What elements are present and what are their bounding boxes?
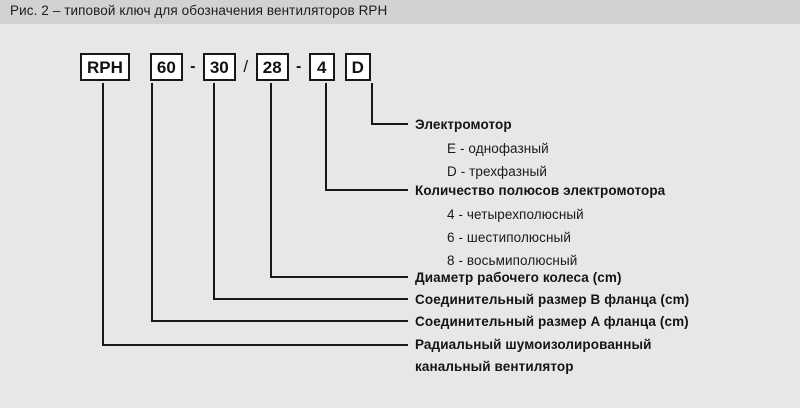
callout-sub-poles-six: 6 - шестиполюсный <box>447 230 571 245</box>
code-separator-dash-2: - <box>296 58 302 75</box>
callout-sub-motor-three-phase: D - трехфазный <box>447 164 547 179</box>
callout-label-flange-a: Соединительный размер A фланца (cm) <box>415 314 689 329</box>
code-box-flange-a: 60 <box>149 53 183 81</box>
leader-line-impeller <box>270 83 408 278</box>
code-box-series: RPH <box>80 53 130 81</box>
callout-sub-poles-four: 4 - четырехполюсный <box>447 207 584 222</box>
callout-label-product-type-line2: канальный вентилятор <box>415 359 574 374</box>
leader-line-motor <box>371 83 408 125</box>
leader-line-flange-b <box>213 83 408 300</box>
code-separator-dash-1: - <box>190 58 196 75</box>
callout-label-motor: Электромотор <box>415 117 512 132</box>
leader-line-flange-a <box>151 83 408 322</box>
callout-label-product-type-line1: Радиальный шумоизолированный <box>415 337 652 352</box>
callout-label-impeller-diameter: Диаметр рабочего колеса (cm) <box>415 270 622 285</box>
leader-line-poles <box>325 83 408 191</box>
figure-title: Рис. 2 – типовой ключ для обозначения ве… <box>10 3 388 18</box>
callout-sub-poles-eight: 8 - восьмиполюсный <box>447 253 578 268</box>
code-box-impeller-diameter: 28 <box>255 53 289 81</box>
leader-line-series <box>102 83 408 346</box>
code-box-motor-type: D <box>344 53 371 81</box>
figure-header-bar <box>0 0 800 24</box>
code-separator-slash: / <box>243 57 249 76</box>
product-code-row: RPH 60 - 30 / 28 - 4 D <box>80 51 371 83</box>
callout-label-flange-b: Соединительный размер B фланца (cm) <box>415 292 690 307</box>
code-box-flange-b: 30 <box>202 53 236 81</box>
callout-sub-motor-single-phase: E - однофазный <box>447 141 549 156</box>
callout-label-poles: Количество полюсов электромотора <box>415 183 666 198</box>
code-box-pole-count: 4 <box>308 53 335 81</box>
